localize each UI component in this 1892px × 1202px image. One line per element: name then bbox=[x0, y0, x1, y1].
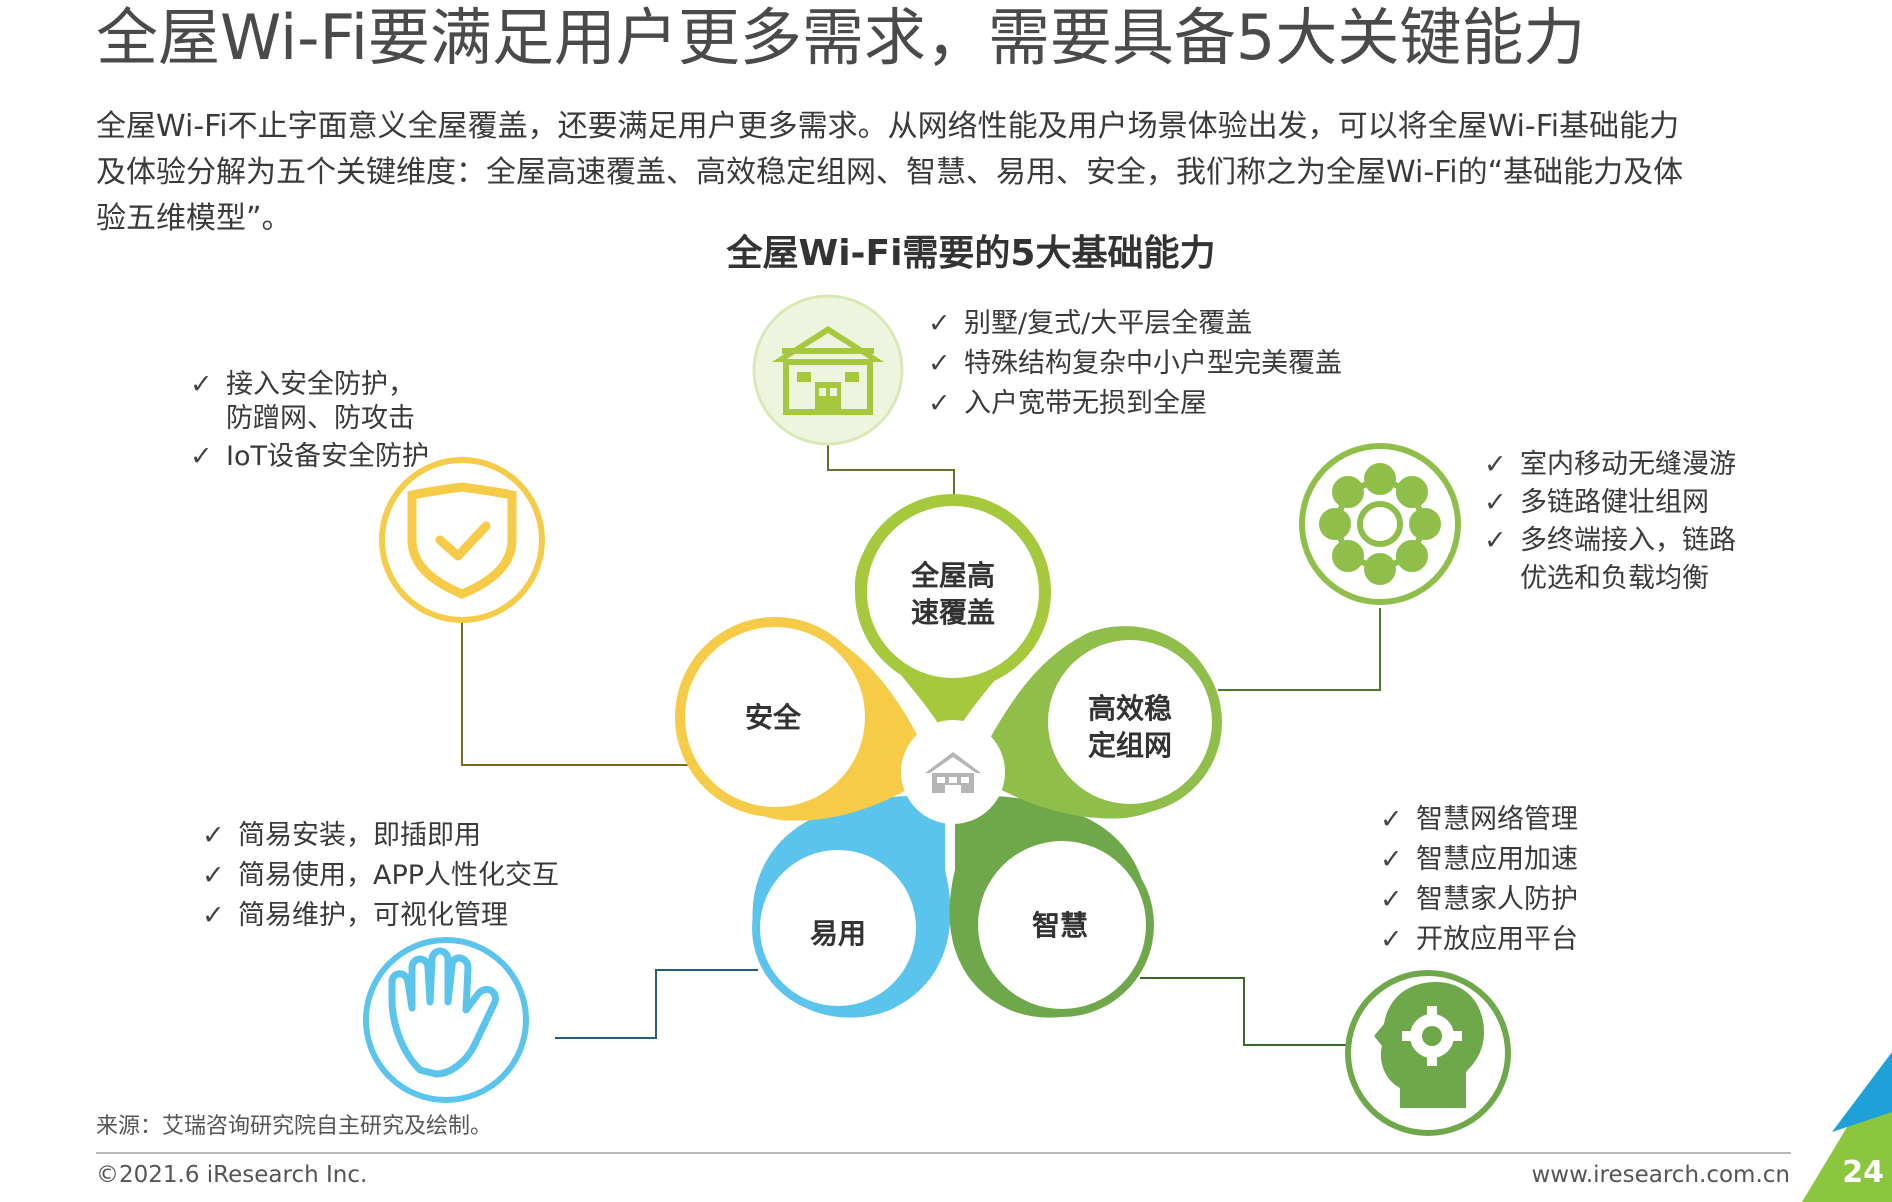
connector-smart bbox=[1140, 977, 1348, 1046]
check-icon: ✓ bbox=[928, 388, 951, 419]
check-icon: ✓ bbox=[190, 441, 213, 472]
list-item: ✓接入安全防护， bbox=[190, 369, 415, 400]
check-icon: ✓ bbox=[928, 348, 951, 379]
label-network-line2: 定组网 bbox=[1088, 729, 1172, 762]
intro-line-1: 全屋Wi-Fi不止字面意义全屋覆盖，还要满足用户更多需求。从网络性能及用户场景体… bbox=[96, 109, 1680, 144]
security-icon-circle bbox=[379, 457, 545, 623]
copyright: ©2021.6 iResearch Inc. bbox=[96, 1162, 368, 1188]
petal-coverage bbox=[854, 494, 1051, 745]
page-title: 全屋Wi-Fi要满足用户更多需求，需要具备5大关键能力 bbox=[96, 1, 1586, 74]
petal-security bbox=[675, 617, 930, 821]
diagram-title: 全屋Wi-Fi需要的5大基础能力 bbox=[726, 233, 1216, 274]
smart-feature-list: ✓智慧网络管理 ✓智慧应用加速 ✓智慧家人防护 ✓开放应用平台 bbox=[1380, 800, 1578, 960]
mesh-network-icon bbox=[1319, 463, 1441, 585]
coverage-feature-list: ✓别墅/复式/大平层全覆盖 ✓特殊结构复杂中小户型完美覆盖 ✓入户宽带无损到全屋 bbox=[928, 304, 1342, 424]
security-feature-list: ✓接入安全防护， 防蹭网、防攻击 ✓IoT设备安全防护 bbox=[190, 368, 429, 474]
intro-paragraph: 全屋Wi-Fi不止字面意义全屋覆盖，还要满足用户更多需求。从网络性能及用户场景体… bbox=[96, 104, 1816, 242]
connector-lines bbox=[461, 444, 1381, 1046]
intro-line-2: 及体验分解为五个关键维度：全屋高速覆盖、高效稳定组网、智慧、易用、安全，我们称之… bbox=[96, 155, 1684, 190]
easy-icon-circle bbox=[363, 937, 529, 1103]
connector-network bbox=[1218, 608, 1381, 691]
house-icon bbox=[925, 752, 981, 793]
list-item: ✓室内移动无缝漫游 bbox=[1484, 446, 1736, 484]
check-icon: ✓ bbox=[1484, 487, 1507, 518]
label-easy: 易用 bbox=[810, 917, 866, 950]
intro-line-3: 验五维模型”。 bbox=[96, 201, 292, 236]
check-icon: ✓ bbox=[1380, 804, 1403, 835]
petal-labels: 全屋高 速覆盖 高效稳 定组网 智慧 易用 安全 bbox=[745, 559, 1172, 950]
list-item: ✓多链路健壮组网 bbox=[1484, 484, 1736, 522]
corner-decoration bbox=[1802, 1052, 1892, 1202]
center-hub bbox=[901, 720, 1005, 824]
label-coverage-line2: 速覆盖 bbox=[911, 596, 995, 629]
list-item-continued: 优选和负载均衡 bbox=[1520, 563, 1709, 594]
check-icon: ✓ bbox=[202, 820, 225, 851]
source-note: 来源：艾瑞咨询研究院自主研究及绘制。 bbox=[96, 1114, 493, 1139]
list-item: ✓别墅/复式/大平层全覆盖 bbox=[928, 304, 1342, 344]
page-number: 24 bbox=[1842, 1155, 1884, 1190]
website-link[interactable]: www.iresearch.com.cn bbox=[1531, 1162, 1791, 1188]
label-coverage-line1: 全屋高 bbox=[910, 559, 995, 592]
list-item: ✓智慧网络管理 bbox=[1380, 800, 1578, 840]
list-item: ✓智慧应用加速 bbox=[1380, 840, 1578, 880]
petal-easy bbox=[752, 795, 951, 1018]
list-item: ✓开放应用平台 bbox=[1380, 920, 1578, 960]
check-icon: ✓ bbox=[1484, 449, 1507, 480]
network-icon-circle bbox=[1299, 443, 1461, 605]
list-item: ✓多终端接入，链路 bbox=[1484, 522, 1736, 560]
connector-easy bbox=[555, 969, 758, 1039]
label-security: 安全 bbox=[745, 701, 802, 734]
smart-icon-circle bbox=[1345, 970, 1511, 1136]
check-icon: ✓ bbox=[1380, 844, 1403, 875]
connector-security bbox=[461, 622, 692, 766]
check-icon: ✓ bbox=[190, 369, 213, 400]
check-icon: ✓ bbox=[1484, 525, 1507, 556]
check-icon: ✓ bbox=[928, 308, 951, 339]
house-icon bbox=[772, 326, 884, 415]
list-item: ✓简易使用，APP人性化交互 bbox=[202, 856, 559, 896]
shield-check-icon bbox=[407, 482, 517, 599]
check-icon: ✓ bbox=[1380, 884, 1403, 915]
list-item: ✓特殊结构复杂中小户型完美覆盖 bbox=[928, 344, 1342, 384]
list-item: ✓智慧家人防护 bbox=[1380, 880, 1578, 920]
list-item-continued: 防蹭网、防攻击 bbox=[226, 403, 415, 434]
network-feature-list: ✓室内移动无缝漫游 ✓多链路健壮组网 ✓多终端接入，链路 优选和负载均衡 bbox=[1484, 446, 1736, 598]
petal-smart bbox=[949, 795, 1154, 1018]
connector-coverage bbox=[827, 444, 955, 500]
list-item: ✓简易维护，可视化管理 bbox=[202, 896, 559, 936]
label-network-line1: 高效稳 bbox=[1088, 692, 1172, 725]
list-item: ✓入户宽带无损到全屋 bbox=[928, 384, 1342, 424]
check-icon: ✓ bbox=[202, 860, 225, 891]
list-item: ✓IoT设备安全防护 bbox=[190, 441, 429, 472]
list-item: ✓简易安装，即插即用 bbox=[202, 816, 559, 856]
hand-icon bbox=[388, 947, 499, 1078]
label-smart: 智慧 bbox=[1032, 909, 1088, 942]
coverage-icon-circle bbox=[752, 294, 904, 446]
easy-feature-list: ✓简易安装，即插即用 ✓简易使用，APP人性化交互 ✓简易维护，可视化管理 bbox=[202, 816, 559, 936]
check-icon: ✓ bbox=[202, 900, 225, 931]
petal-network bbox=[975, 626, 1222, 819]
footer-divider bbox=[96, 1152, 1791, 1154]
head-gear-icon bbox=[1374, 982, 1484, 1108]
check-icon: ✓ bbox=[1380, 924, 1403, 955]
